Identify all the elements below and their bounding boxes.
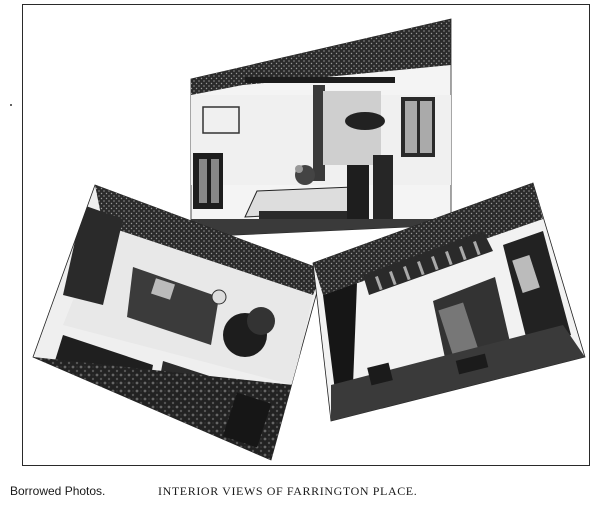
photo-collage xyxy=(32,18,586,461)
staircase-hall-photo xyxy=(312,182,586,422)
parlor-photo xyxy=(32,184,324,461)
photo-plate xyxy=(22,4,590,466)
photo-credit: Borrowed Photos. xyxy=(10,484,106,498)
dining-room-photo xyxy=(190,18,452,238)
figure-caption: INTERIOR VIEWS OF FARRINGTON PLACE. xyxy=(158,484,418,498)
print-speck xyxy=(10,104,12,106)
